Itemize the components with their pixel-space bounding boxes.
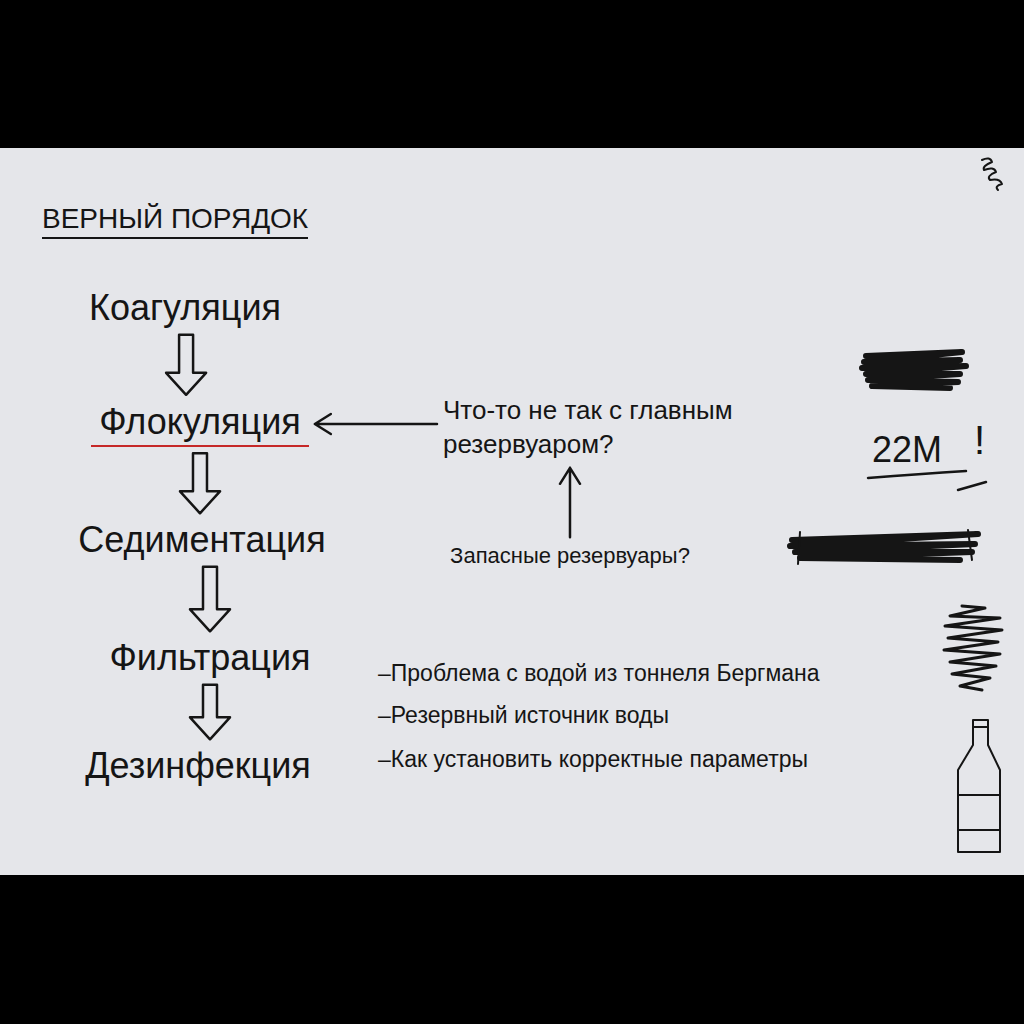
node-text: Дезинфекция <box>85 745 311 786</box>
node-text: Флокуляция <box>99 401 301 442</box>
paper <box>0 148 1024 875</box>
process-step: Дезинфекция <box>85 745 311 786</box>
margin-note: ! <box>974 420 985 460</box>
scribble-tick <box>798 530 972 564</box>
bottle-detail <box>958 727 1000 830</box>
process-step: Флокуляция <box>91 401 309 447</box>
process-step: Седиментация <box>78 519 325 560</box>
note-question: Запасные резервуары? <box>450 543 690 568</box>
process-step: Фильтрация <box>109 637 310 678</box>
scribble <box>862 352 966 388</box>
pointer-arrow <box>560 468 580 538</box>
node-text: Фильтрация <box>109 637 310 678</box>
corner-scribble <box>982 158 1002 190</box>
node-text: Запасные резервуары? <box>450 543 690 568</box>
scribble <box>944 606 1002 690</box>
node-text: Коагуляция <box>89 287 281 328</box>
bottle-drawing <box>958 720 1000 852</box>
title: ВЕРНЫЙ ПОРЯДОК <box>42 204 308 239</box>
flow-arrow <box>166 335 206 395</box>
node-text: Что-то не так с главным резервуаром? <box>443 394 753 462</box>
margin-note: 22M <box>872 432 942 468</box>
scribble <box>790 534 978 560</box>
node-text: Седиментация <box>78 519 325 560</box>
process-step: Коагуляция <box>89 287 281 328</box>
note-text: –Как установить корректные параметры <box>378 748 808 771</box>
note-question: Что-то не так с главным резервуаром? <box>443 394 753 462</box>
note-text: –Проблема с водой из тоннеля Бергмана <box>378 662 820 685</box>
note-text: –Резервный источник воды <box>378 704 669 727</box>
pointer-arrow <box>315 414 437 434</box>
flow-arrow <box>190 685 230 740</box>
underline <box>868 471 966 478</box>
flow-arrow <box>180 453 220 513</box>
underline <box>958 482 986 490</box>
flow-arrow <box>190 567 230 632</box>
